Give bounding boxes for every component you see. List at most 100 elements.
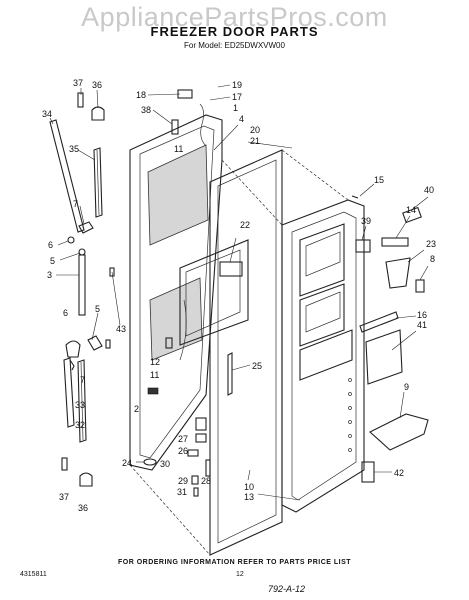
callout-28: 28: [201, 476, 211, 486]
callout-35: 35: [69, 144, 79, 154]
model-subtitle: For Model: ED25DWXVW00: [184, 41, 285, 50]
callout-20: 20: [250, 125, 260, 135]
spacer-43-a: [109, 267, 115, 277]
callout-42: 42: [394, 468, 404, 478]
screw-15: [351, 195, 359, 199]
callout-6-low: 6: [63, 308, 68, 318]
callout-4: 4: [239, 114, 244, 124]
callout-32: 32: [75, 420, 85, 430]
callout-23: 23: [426, 239, 436, 249]
dispenser-housing: [179, 239, 249, 346]
watermark: AppliancePartsPros.com: [81, 2, 388, 32]
revision-code: 792-A-12: [268, 584, 306, 594]
bracket-2: [147, 387, 159, 395]
callout-8: 8: [430, 254, 435, 264]
callout-29: 29: [178, 476, 188, 486]
strip-32: [77, 359, 87, 443]
insulation-top: [147, 144, 209, 246]
insulation-lower: [149, 277, 203, 361]
callout-5-low: 5: [95, 304, 100, 314]
screw-37-bottom: [61, 457, 68, 471]
dispenser-chute: [219, 261, 243, 277]
callout-11-top: 11: [174, 144, 183, 154]
part-28: [205, 459, 211, 477]
page-title: FREEZER DOOR PARTS: [150, 24, 319, 39]
wire-harness: [199, 103, 207, 147]
callout-39: 39: [361, 216, 371, 226]
callout-1: 1: [233, 103, 238, 113]
ice-chute-23: [385, 257, 411, 289]
handle-25: [227, 352, 233, 396]
door-gasket: [165, 149, 283, 556]
leader-lines: [49, 84, 429, 501]
callout-24: 24: [122, 458, 132, 468]
hinge-36-top: [91, 106, 105, 121]
callout-15: 15: [374, 175, 384, 185]
inner-door-liner: [129, 149, 365, 556]
callout-30: 30: [160, 459, 170, 469]
channel-35: [93, 147, 103, 218]
washer-30: [187, 449, 199, 457]
screw-37-top: [77, 92, 84, 108]
screw-31: [193, 487, 199, 497]
part-38: [171, 119, 179, 135]
callout-19: 19: [232, 80, 242, 90]
document-number: 4315811: [20, 571, 47, 578]
pin-5-top: [78, 248, 86, 256]
door-outer-shell: [129, 114, 223, 471]
callout-37-top: 37: [73, 78, 83, 88]
callout-43: 43: [116, 324, 126, 334]
callout-6-top: 6: [48, 240, 53, 250]
part-14: [381, 237, 409, 247]
callout-25: 25: [252, 361, 262, 371]
callout-26: 26: [178, 446, 188, 456]
callout-16: 16: [417, 310, 427, 320]
callout-9: 9: [404, 382, 409, 392]
lower-grille: [305, 291, 341, 333]
hinge-36-bottom: [79, 472, 93, 487]
callout-22: 22: [240, 220, 250, 230]
callout-36-top: 36: [92, 80, 102, 90]
upper-recess: [299, 223, 345, 297]
callout-33: 33: [75, 400, 85, 410]
callout-14: 14: [406, 205, 416, 215]
bushing-6-low: [65, 340, 81, 358]
callout-38: 38: [141, 105, 151, 115]
outer-door-panel: [129, 89, 223, 497]
callout-3: 3: [47, 270, 52, 280]
callout-2: 2: [134, 404, 139, 414]
callout-31: 31: [177, 487, 187, 497]
strip-33: [63, 357, 75, 428]
bracket-7-low: [69, 359, 75, 371]
callout-11-low: 11: [150, 370, 159, 380]
pad-41: [365, 329, 403, 385]
hinge-block-27: [195, 417, 207, 431]
callout-36-bottom: 36: [78, 503, 88, 513]
trim-strip-34: [49, 119, 85, 233]
upper-grille: [305, 231, 341, 277]
left-rail-parts: [49, 92, 115, 487]
hinge-bar-3: [78, 254, 86, 316]
part-39: [355, 239, 371, 253]
callout-5-top: 5: [50, 256, 55, 266]
part-8: [415, 279, 425, 293]
switch-40: [402, 206, 422, 224]
callout-10: 10: [244, 482, 254, 492]
shelf-slots: [348, 378, 352, 452]
callout-34: 34: [42, 109, 52, 119]
drip-area: [299, 329, 353, 381]
callout-7-top: 7: [73, 199, 78, 209]
pin-5-low: [87, 335, 103, 351]
spacer-43-b: [105, 339, 111, 349]
callout-21: 21: [250, 136, 260, 146]
callout-37-bottom: 37: [59, 492, 69, 502]
callout-41: 41: [417, 320, 427, 330]
callout-7-low: 7: [80, 375, 85, 385]
callout-18: 18: [136, 90, 146, 100]
callout-labels: 37 36 34 35 7 6 5 3 6 5 43 7 33 32 37 36…: [42, 78, 436, 513]
callout-17: 17: [232, 92, 242, 102]
callout-27: 27: [178, 434, 188, 444]
callout-12: 12: [150, 357, 160, 367]
